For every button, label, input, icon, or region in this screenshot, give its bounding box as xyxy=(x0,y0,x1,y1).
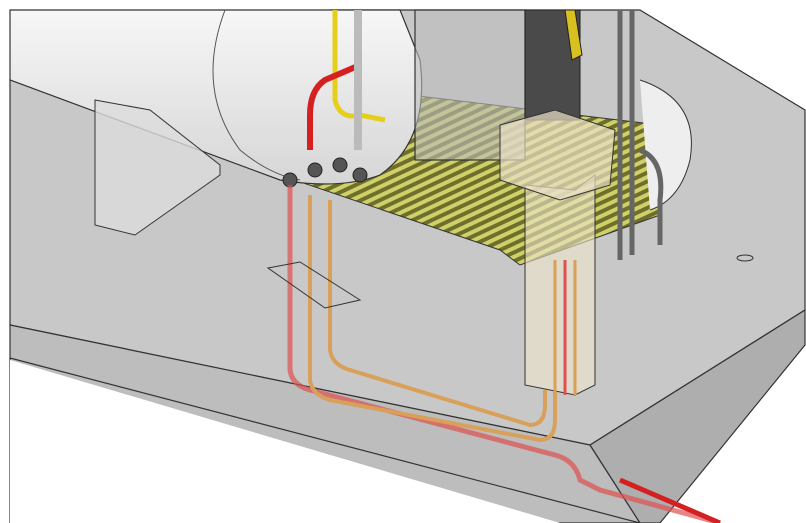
red-pipe-exit xyxy=(619,477,721,523)
slab-bottom-edge xyxy=(9,357,641,523)
orange-pipe-underground-2 xyxy=(328,200,547,428)
fuel-nozzle-icon xyxy=(564,9,583,61)
orange-pipe-underground-1 xyxy=(308,195,557,443)
electrical-riser xyxy=(524,174,596,396)
slab-bottom-white xyxy=(10,360,560,523)
pipe-pit-outline xyxy=(266,261,362,309)
red-pipe-underground xyxy=(287,185,721,523)
riser-conduits xyxy=(553,260,577,395)
slab-right-face xyxy=(589,308,806,523)
junction-box xyxy=(499,109,616,201)
grey-conduit xyxy=(617,10,664,260)
red-pipe-upper xyxy=(307,62,362,150)
tank-saddle-support xyxy=(94,99,221,236)
ground-marker xyxy=(736,254,754,262)
tank-end-cap-rear xyxy=(639,79,692,211)
tank-end-cap xyxy=(212,9,301,181)
